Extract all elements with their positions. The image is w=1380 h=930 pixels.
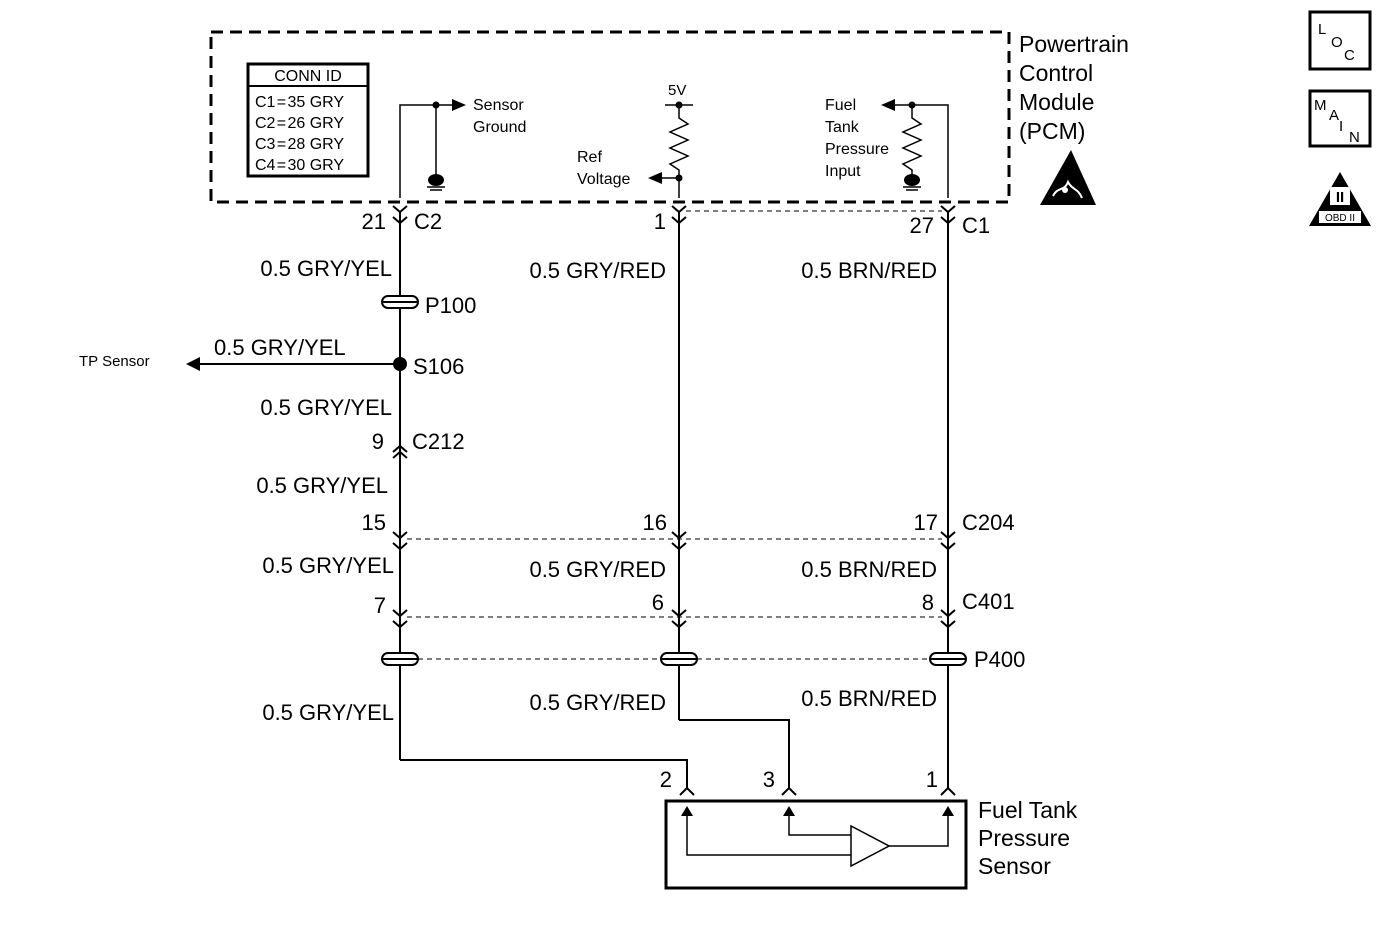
c401-connector-name: C401 xyxy=(962,589,1015,614)
sensor-ground-label-line2: Ground xyxy=(473,119,526,136)
conn-id-row-c2: C2 = 26 GRY xyxy=(255,115,344,132)
svg-text:C: C xyxy=(1344,47,1355,64)
p400-grommet-left xyxy=(381,652,419,666)
wire-label-gry-yel-4: 0.5 GRY/YEL xyxy=(262,553,394,578)
main-icon: M A I N xyxy=(1308,89,1372,148)
p400-label: P400 xyxy=(974,647,1025,672)
wire-label-gry-yel-2: 0.5 GRY/YEL xyxy=(260,395,392,420)
ref-voltage-label-line1: Ref xyxy=(577,149,602,166)
wire-label-gry-yel-5: 0.5 GRY/YEL xyxy=(262,700,394,725)
c1-connector-name: C1 xyxy=(962,213,990,238)
wire-label-gry-red-1: 0.5 GRY/RED xyxy=(529,258,666,283)
c212-pin-number: 9 xyxy=(372,429,384,454)
svg-text:L: L xyxy=(1318,21,1326,38)
svg-text:I: I xyxy=(1339,118,1343,135)
tp-sensor-arrow xyxy=(186,357,200,371)
ref-pin-number: 1 xyxy=(654,209,666,234)
s106-label: S106 xyxy=(413,354,464,379)
wire-label-brn-red-1: 0.5 BRN/RED xyxy=(801,258,937,283)
wire-label-gry-yel-3: 0.5 GRY/YEL xyxy=(256,473,388,498)
c1-pin-number: 27 xyxy=(910,213,934,238)
s106-splice-dot xyxy=(393,357,407,371)
c2-pin-number: 21 xyxy=(362,209,386,234)
ftp-input-label-line1: Fuel xyxy=(825,97,856,114)
ftp-input-label-line4: Input xyxy=(825,163,861,180)
conn-id-row-c4: C4 = 30 GRY xyxy=(255,157,344,174)
c204-pin-right: 17 xyxy=(914,510,938,535)
pcm-boundary xyxy=(209,30,1011,204)
wire-label-brn-red-2: 0.5 BRN/RED xyxy=(801,557,937,582)
c204-pin-left: 15 xyxy=(362,510,386,535)
p100-grommet xyxy=(381,295,419,309)
c204-pin-mid: 16 xyxy=(643,510,667,535)
c401-pin-left: 7 xyxy=(374,593,386,618)
c204-connector-name: C204 xyxy=(962,510,1015,535)
wire-label-brn-red-3: 0.5 BRN/RED xyxy=(801,686,937,711)
ftp-input-label-line3: Pressure xyxy=(825,141,889,158)
c2-connector-name: C2 xyxy=(414,209,442,234)
five-volt-label: 5V xyxy=(668,82,686,99)
ftp-input-label-line2: Tank xyxy=(825,119,860,136)
wire-label-gry-red-2: 0.5 GRY/RED xyxy=(529,557,666,582)
ref-voltage-circuit xyxy=(648,101,693,198)
c401-pin-mid: 6 xyxy=(652,590,664,615)
sensor-ground-label-line1: Sensor xyxy=(473,97,524,114)
sensor-ground-circuit xyxy=(399,99,466,198)
sensor-label-line3: Sensor xyxy=(978,853,1051,879)
fuel-tank-pressure-sensor-box xyxy=(664,799,968,890)
sensor-label-line2: Pressure xyxy=(978,825,1070,851)
pcm-title-line3: Module xyxy=(1019,89,1094,115)
conn-id-row-c1: C1 = 35 GRY xyxy=(255,94,344,111)
connector-symbols xyxy=(392,205,956,796)
p400-grommet-right xyxy=(929,652,967,666)
c401-pin-right: 8 xyxy=(922,590,934,615)
ftp-input-circuit xyxy=(881,99,949,198)
svg-text:O: O xyxy=(1331,34,1343,51)
pcm-title-line2: Control xyxy=(1019,60,1093,86)
sensor-pin-2: 2 xyxy=(660,767,672,792)
esd-warning-icon xyxy=(1040,150,1096,205)
conn-id-header: CONN ID xyxy=(274,68,342,85)
conn-id-table: CONN ID C1 = 35 GRY C2 = 26 GRY C3 = 28 … xyxy=(246,62,370,178)
svg-text:N: N xyxy=(1349,129,1360,146)
svg-text:A: A xyxy=(1329,107,1339,124)
wire-gry-yel-to-sensor xyxy=(400,759,688,788)
pcm-title-line4: (PCM) xyxy=(1019,118,1085,144)
wire-label-gry-yel-1: 0.5 GRY/YEL xyxy=(260,256,392,281)
conn-id-row-c3: C3 = 28 GRY xyxy=(255,136,344,153)
ref-voltage-label-line2: Voltage xyxy=(577,171,630,188)
sensor-pin-1: 1 xyxy=(926,767,938,792)
wire-label-gry-red-3: 0.5 GRY/RED xyxy=(529,690,666,715)
sensor-internal-circuit xyxy=(681,806,954,868)
p400-grommet-mid xyxy=(660,652,698,666)
tp-sensor-label: TP Sensor xyxy=(79,353,150,370)
sensor-pin-3: 3 xyxy=(763,767,775,792)
p100-label: P100 xyxy=(425,293,476,318)
obd-ii-icon: II OBD II xyxy=(1309,172,1371,226)
svg-text:OBD II: OBD II xyxy=(1325,213,1355,224)
c212-connector-name: C212 xyxy=(412,429,465,454)
pcm-title-line1: Powertrain xyxy=(1019,31,1129,57)
loc-icon: L O C xyxy=(1308,10,1372,71)
wire-gry-red-to-sensor xyxy=(679,719,790,788)
wire-label-gry-yel-tp: 0.5 GRY/YEL xyxy=(214,335,346,360)
sensor-label-line1: Fuel Tank xyxy=(978,797,1078,823)
svg-text:M: M xyxy=(1314,97,1327,114)
svg-text:II: II xyxy=(1336,189,1344,206)
